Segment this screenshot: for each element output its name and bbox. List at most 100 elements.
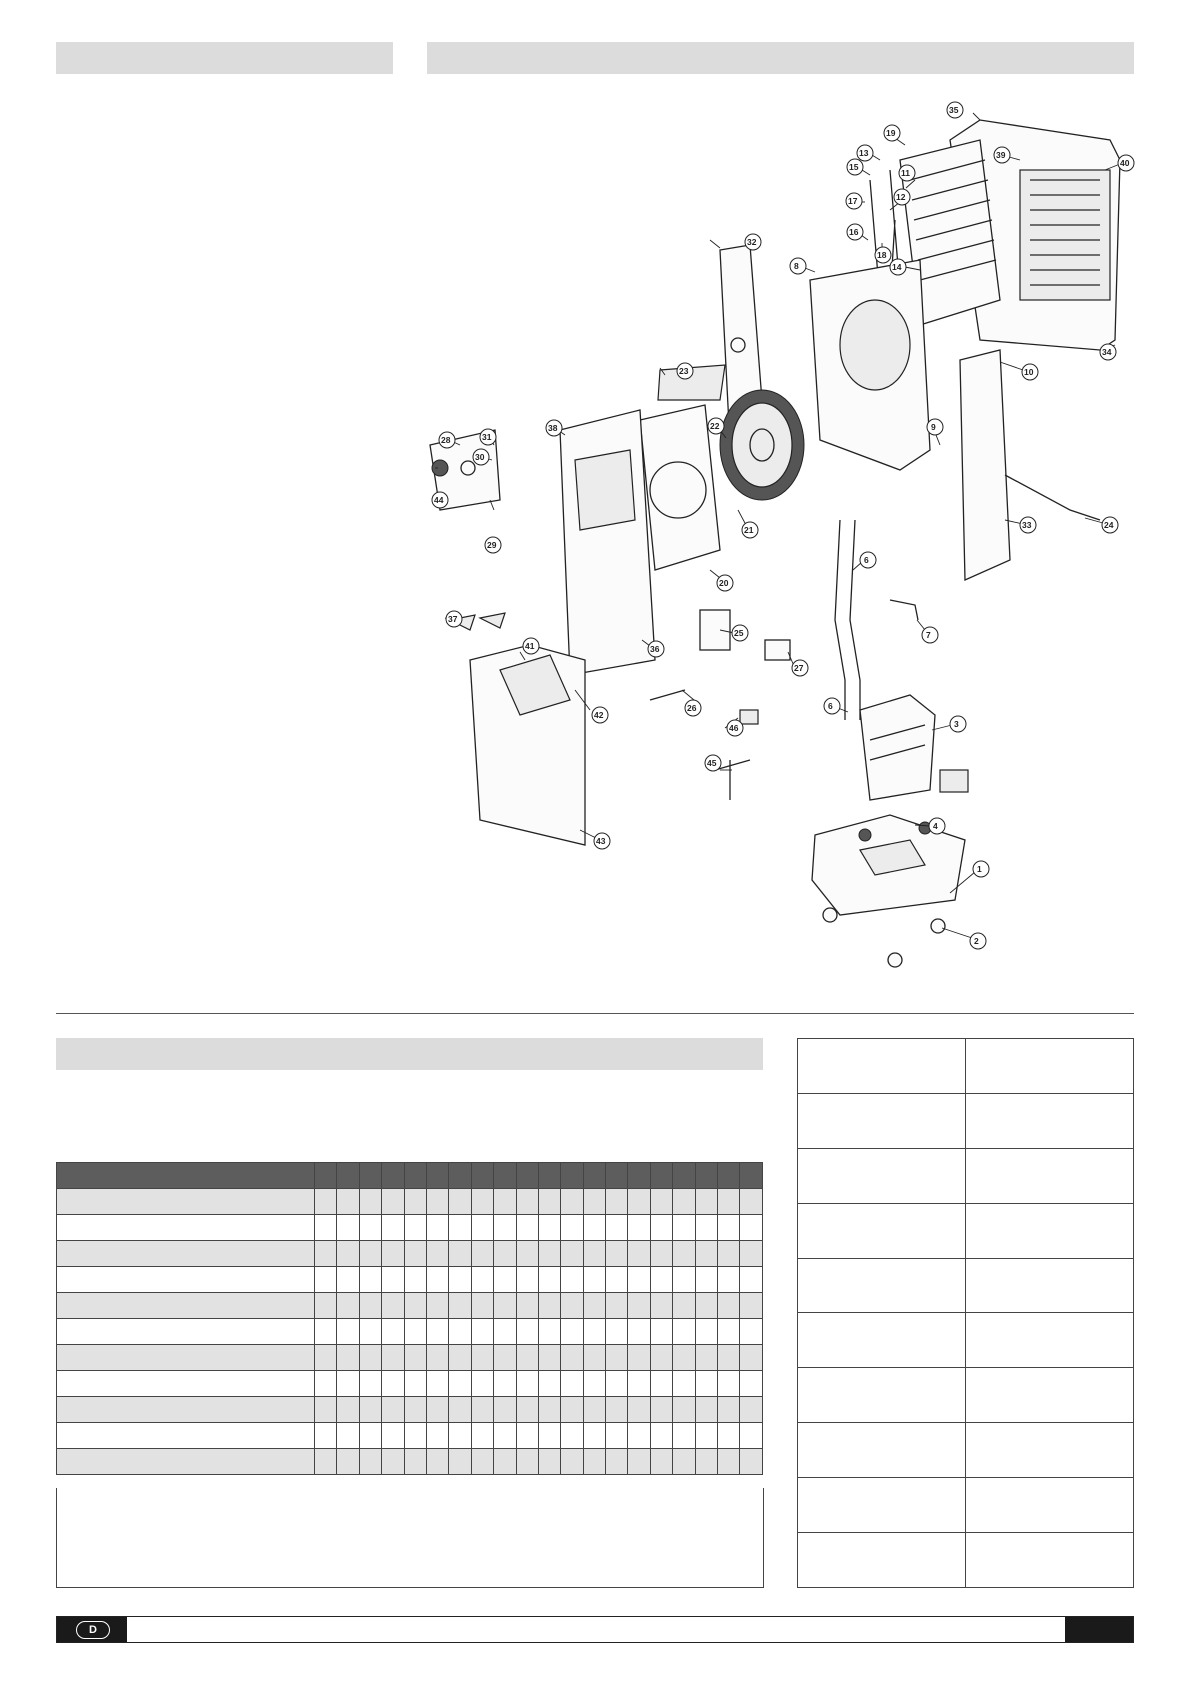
grid-cell [515,1396,539,1423]
grid-cell [403,1240,427,1267]
grid-cell [403,1292,427,1319]
diagram-header-bar [427,42,1134,74]
info-label-cell [797,1202,966,1259]
grid-cell [560,1396,584,1423]
grid-cell [425,1188,450,1215]
grid-cell [381,1240,405,1267]
grid-cell [672,1318,696,1345]
callout-27 [791,659,809,677]
grid-cell [313,1240,338,1267]
grid-cell [358,1266,383,1293]
grid-cell [403,1370,427,1397]
grid-cell [358,1292,383,1319]
info-row [797,1477,1134,1534]
callout-7 [921,626,939,644]
grid-cell [358,1344,383,1371]
callout-24 [1101,516,1119,534]
callout-label: 19 [886,128,896,138]
grid-cell [336,1396,360,1423]
grid-cell [694,1188,719,1215]
callout-label: 14 [892,262,902,272]
grid-cell [493,1448,517,1475]
grid-cell [336,1292,360,1319]
grid-cell [403,1266,427,1293]
callout-label: 40 [1120,158,1130,168]
grid-cell [649,1266,674,1293]
grid-cell [358,1188,383,1215]
grid-cell [336,1240,360,1267]
grid-cell [582,1318,607,1345]
callout-label: 2 [974,936,979,946]
grid-cell [515,1266,539,1293]
grid-cell [627,1292,651,1319]
callout-label: 41 [525,641,535,651]
callout-label: 24 [1104,520,1114,530]
grid-cell [470,1448,495,1475]
grid-cell [739,1188,763,1215]
grid-cell [717,1396,741,1423]
grid-cell [649,1292,674,1319]
grid-cell [381,1292,405,1319]
grid-cell [649,1318,674,1345]
right-info-table-body [797,1038,1134,1588]
grid-cell [470,1396,495,1423]
grid-row-label-cell [56,1370,315,1397]
callout-label: 20 [719,578,729,588]
grid-cell [537,1448,562,1475]
grid-cell [672,1370,696,1397]
grid-cell [381,1266,405,1293]
grid-cell [717,1318,741,1345]
grid-cell [605,1344,629,1371]
grid-cell [425,1344,450,1371]
callout-28 [438,431,456,449]
grid-cell [694,1318,719,1345]
callout-32 [744,233,762,251]
grid-cell [448,1344,472,1371]
grid-cell [672,1188,696,1215]
info-label-cell [797,1092,966,1149]
grid-cell [717,1266,741,1293]
info-label-cell [797,1477,966,1534]
relay-box [764,639,791,661]
grid-cell [605,1214,629,1241]
copper-pipe [834,519,861,720]
grid-cell [560,1292,584,1319]
grid-cell [739,1422,763,1449]
grid-cell [717,1370,741,1397]
grid-cell [605,1318,629,1345]
grid-cell [694,1240,719,1267]
callout-label: 3 [954,719,959,729]
page-footer: D [56,1616,1134,1643]
grid-row [56,1422,763,1449]
callout-label: 15 [849,162,859,172]
grid-cell [425,1396,450,1423]
grid-row-label-cell [56,1266,315,1293]
grid-cell [694,1266,719,1293]
grid-row-label-cell [56,1292,315,1319]
callout-31 [479,428,497,446]
grid-row [56,1240,763,1267]
grid-cell [358,1240,383,1267]
grid-cell [313,1266,338,1293]
callout-2 [969,932,987,950]
grid-cell [381,1396,405,1423]
grid-cell [605,1266,629,1293]
grid-cell [717,1162,741,1189]
callout-33 [1019,516,1037,534]
grid-cell [470,1214,495,1241]
callout-18 [874,246,892,264]
grid-cell [336,1162,360,1189]
info-row [797,1532,1134,1588]
grid-cell [515,1292,539,1319]
info-row [797,1092,1134,1149]
grid-cell [336,1448,360,1475]
grid-cell [649,1240,674,1267]
grid-cell [470,1422,495,1449]
grid-cell [560,1240,584,1267]
grid-row [56,1370,763,1397]
grid-cell [672,1162,696,1189]
callout-label: 10 [1024,367,1034,377]
callout-3 [949,715,967,733]
grid-cell [627,1240,651,1267]
callout-41 [522,637,540,655]
